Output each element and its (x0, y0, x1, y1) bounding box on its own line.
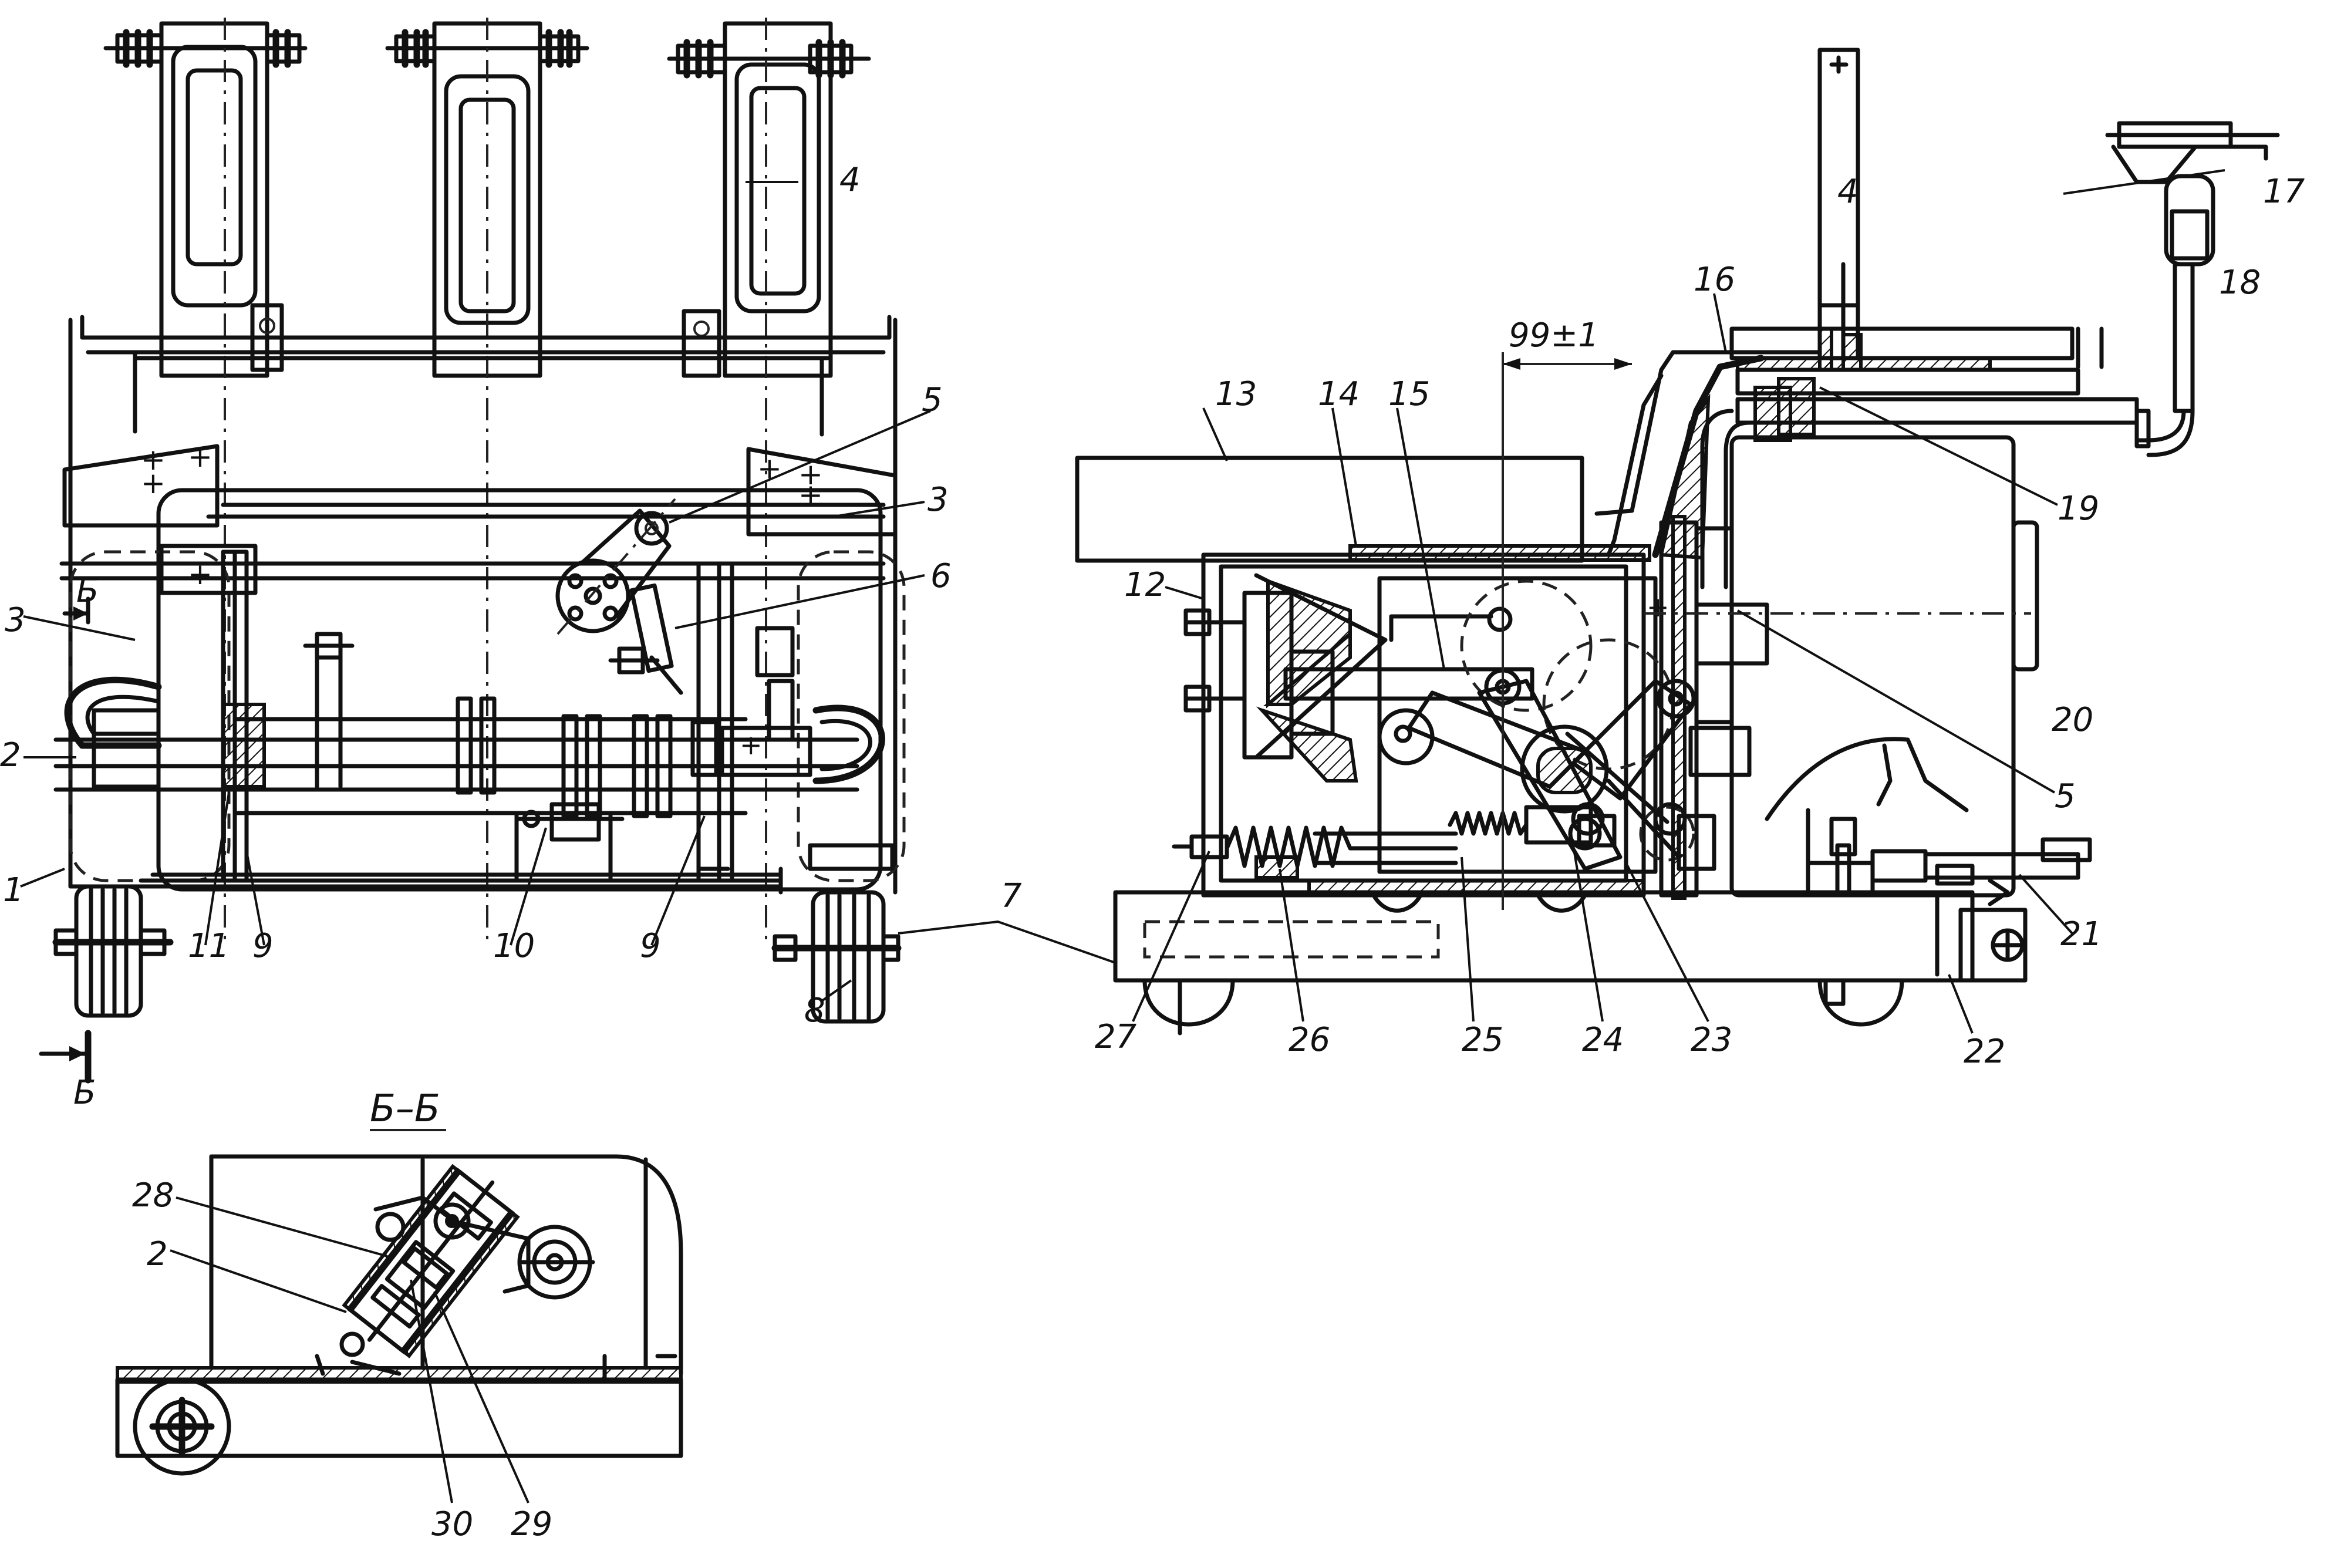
label-4-front: 4 (839, 161, 861, 199)
label-4-side: 4 (1837, 173, 1859, 211)
label-22: 22 (1964, 1033, 2005, 1071)
label-21: 21 (2060, 915, 2102, 953)
svg-text:+: + (141, 466, 166, 500)
label-16: 16 (1694, 261, 1735, 299)
label-3-right: 3 (927, 481, 949, 519)
label-29: 29 (511, 1505, 552, 1543)
label-3-left: 3 (5, 601, 26, 639)
label-23: 23 (1691, 1021, 1732, 1059)
section-title: Б–Б (370, 1087, 440, 1131)
label-19: 19 (2058, 490, 2099, 528)
pole-housing-left (103, 21, 308, 378)
label-20: 20 (2052, 701, 2093, 739)
wheel-front-left (52, 884, 174, 1018)
label-5-front: 5 (922, 381, 943, 419)
label-25: 25 (1462, 1021, 1503, 1059)
label-1: 1 (3, 871, 24, 909)
side-view: + (1075, 48, 2280, 1036)
label-18: 18 (2219, 264, 2261, 302)
label-2-front: 2 (0, 736, 21, 774)
svg-text:+: + (141, 443, 166, 477)
label-17: 17 (2263, 173, 2305, 211)
section-view (115, 1154, 683, 1476)
svg-text:+: + (798, 478, 823, 512)
svg-text:+: + (188, 557, 213, 591)
dimension-99: 99±1 (1509, 316, 1599, 355)
label-9-right: 9 (640, 927, 661, 965)
svg-text:+: + (1647, 591, 1669, 623)
label-7: 7 (1001, 877, 1022, 915)
label-9-left: 9 (252, 927, 274, 965)
label-10: 10 (493, 927, 535, 965)
label-30: 30 (431, 1505, 473, 1543)
front-view: + + + + + + + + (39, 18, 906, 1084)
label-11: 11 (188, 927, 230, 965)
label-8: 8 (804, 992, 825, 1030)
label-2-section: 2 (147, 1235, 168, 1273)
svg-text:+: + (188, 440, 213, 474)
busbar-13 (1075, 456, 1584, 563)
label-28: 28 (132, 1176, 174, 1215)
label-15: 15 (1388, 375, 1430, 413)
leader-lines (20, 169, 2225, 1503)
wheel-front-right (771, 890, 902, 1024)
label-5-side: 5 (2055, 777, 2076, 815)
label-12: 12 (1124, 566, 1166, 604)
label-27: 27 (1095, 1018, 1137, 1056)
section-marker-small: Б (76, 572, 99, 610)
label-14: 14 (1318, 375, 1360, 413)
label-24: 24 (1582, 1021, 1624, 1059)
label-13: 13 (1215, 375, 1257, 413)
label-26: 26 (1289, 1021, 1330, 1059)
section-marker: Б (73, 1074, 96, 1112)
label-6: 6 (930, 557, 952, 595)
svg-text:+: + (740, 729, 763, 761)
